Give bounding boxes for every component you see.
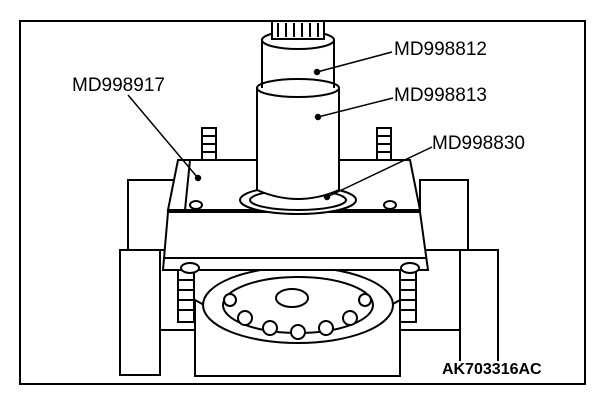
label-md998812: MD998812 (394, 39, 487, 60)
leader-lines (127, 51, 433, 201)
label-md998917: MD998917 (72, 75, 165, 96)
cylinder-md998813 (256, 78, 340, 200)
cylinder-md998812 (261, 20, 335, 88)
label-md998813: MD998813 (394, 85, 487, 106)
figure-code: AK703316AC (440, 361, 544, 379)
lower-plate (161, 200, 430, 274)
label-md998830: MD998830 (432, 133, 525, 154)
gear-assembly (194, 266, 401, 377)
